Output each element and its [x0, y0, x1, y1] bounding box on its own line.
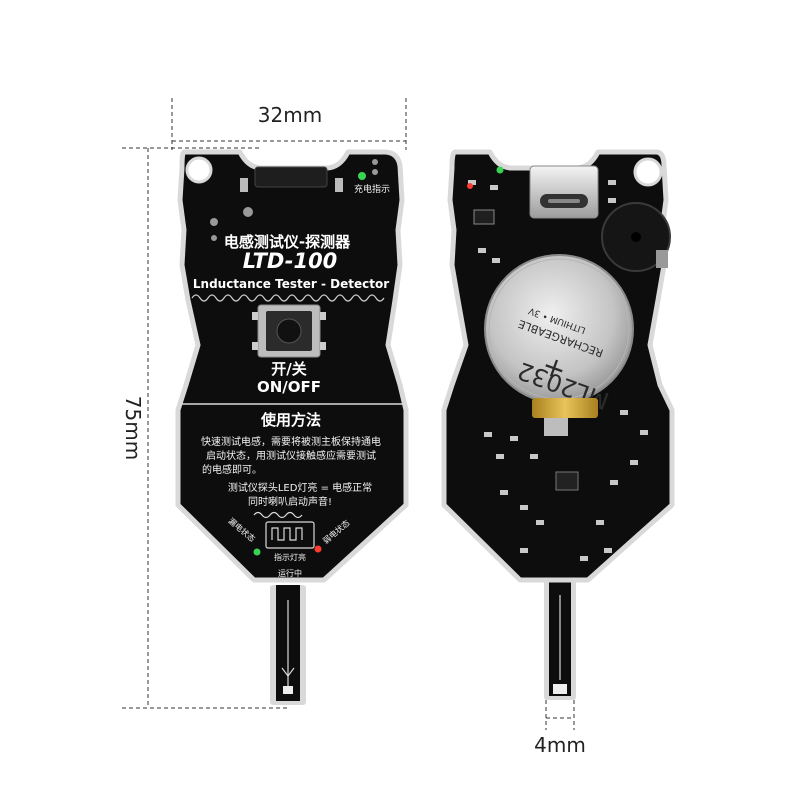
back-probe-led: [553, 684, 567, 694]
back-led-red: [467, 183, 473, 189]
charge-led: [358, 172, 366, 180]
front-mount-hole: [185, 156, 213, 184]
via: [210, 218, 218, 226]
buzzer: [601, 202, 671, 272]
dimension-annotations: [122, 98, 575, 730]
usage-line: 快速测试电感，需要将被测主板保持通电: [201, 435, 381, 448]
front-title-cn: 电感测试仪-探测器: [224, 233, 351, 251]
leak-led: [253, 548, 261, 556]
result-line: 同时喇叭启动声音!: [248, 495, 332, 508]
inductor-symbol-icon: [253, 511, 315, 549]
weak-led: [314, 545, 322, 553]
switch-label-en: ON/OFF: [257, 378, 321, 396]
height-label: 75mm: [121, 396, 145, 460]
power-switch-button[interactable]: [252, 304, 326, 358]
via: [372, 169, 378, 175]
result-line: 测试仪探头LED灯亮 = 电感正常: [228, 481, 372, 494]
indicator-label: 指示灯亮: [274, 552, 306, 562]
switch-label-cn: 开/关: [271, 360, 306, 378]
charge-indicator-label: 充电指示: [354, 183, 390, 195]
back-board: ML2032 + RECHARGEABLE LITHIUM • 3V: [441, 149, 675, 700]
front-usb-recess: [254, 166, 328, 188]
smd-components: [468, 180, 648, 561]
via: [243, 207, 253, 217]
probe-width-label: 4mm: [534, 733, 586, 757]
back-led-green: [496, 166, 504, 174]
back-mount-hole: [633, 157, 663, 187]
front-probe-led: [283, 686, 293, 694]
width-label: 32mm: [258, 103, 322, 127]
battery-holder-tab: [532, 398, 598, 418]
via: [211, 235, 217, 241]
via: [372, 159, 378, 165]
usage-line: 的电感即可。: [202, 463, 262, 476]
battery-holder-clip: [544, 418, 568, 436]
front-board: 充电指示 电感测试仪-探测器 LTD-100 Lnductance Tester…: [175, 149, 409, 705]
running-label: 运行中: [278, 568, 302, 578]
coin-cell-battery: ML2032 + RECHARGEABLE LITHIUM • 3V: [484, 254, 634, 415]
front-model: LTD-100: [243, 249, 338, 273]
usb-c-port: [529, 165, 599, 219]
coil-pattern-top: [191, 294, 385, 302]
usage-title: 使用方法: [260, 411, 321, 429]
usage-line: 启动状态，用测试仪接触感应需要测试: [206, 449, 376, 462]
front-title-en: Lnductance Tester - Detector: [193, 277, 389, 291]
